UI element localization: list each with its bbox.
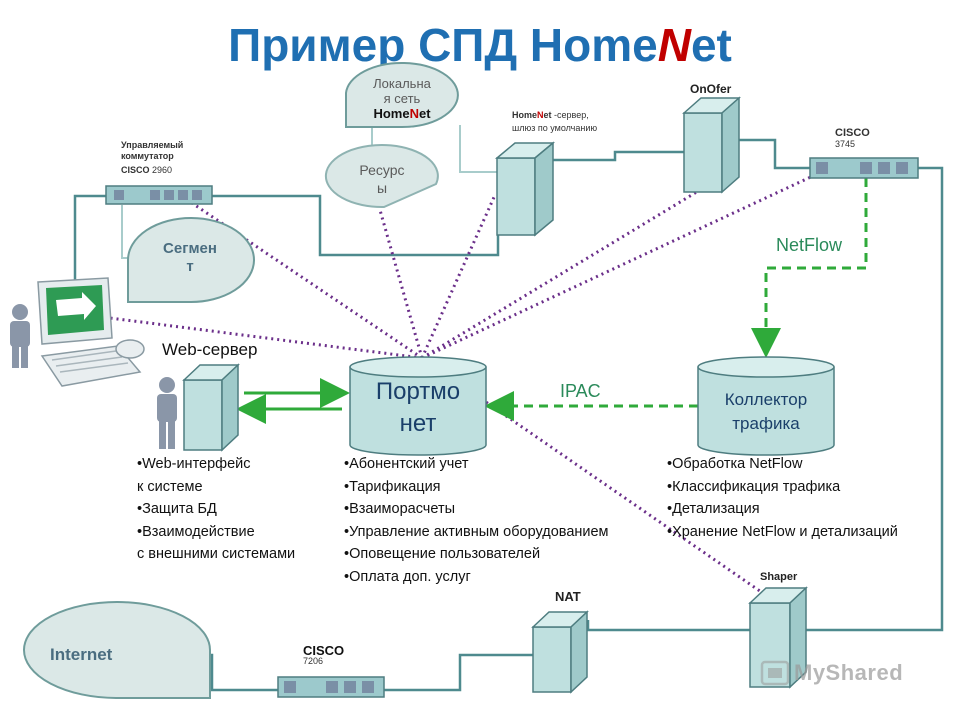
resources-line2: ы [376, 180, 388, 196]
collector-label: Коллектор трафика [724, 390, 808, 433]
lan-bubble-name: HomeNet [373, 106, 431, 121]
homenet-server-label: HomeNet -сервер, шлюз по умолчанию [512, 110, 598, 133]
dotted-to-resources [378, 209, 424, 359]
segment-line2: т [186, 258, 194, 275]
list-item: •Управление активным оборудованием [344, 523, 609, 540]
list-item: •Взаиморасчеты [344, 501, 456, 517]
resources-line1: Ресурс [359, 162, 405, 178]
watermark-text: MyShared [794, 660, 904, 685]
wire-lan-to-server [459, 125, 498, 173]
wire-onofer-to-cisco3745 [738, 138, 812, 170]
wire-switch-to-server [210, 194, 500, 257]
page-title: Пример СПД HomeNet [228, 19, 732, 71]
switch-2960-label: Управляемый коммутатор CISCO 2960 [121, 140, 184, 175]
user-person-icon [10, 304, 30, 368]
cisco-7206-device [277, 676, 385, 698]
list-item: •Абонентский учет [344, 456, 469, 472]
lan-bubble-shape [345, 62, 459, 128]
portmonet-features: •Абонентский учет •Тарификация •Взаимора… [344, 453, 609, 588]
lan-bubble-line2: я сеть [383, 91, 421, 106]
dotted-to-pc [109, 316, 423, 360]
web-server-label: Web-сервер [162, 340, 258, 359]
computer-icon [37, 277, 145, 387]
list-item: •Детализация [667, 501, 760, 517]
list-item: •Взаимодействие [137, 523, 255, 540]
nat-label: NAT [555, 589, 581, 604]
dotted-to-onofer [421, 188, 701, 360]
onofer-label: OnOfer [690, 82, 732, 96]
netflow-link [751, 178, 868, 358]
lan-bubble-line1: Локальна [373, 76, 431, 91]
web-server-features: •Web-интерфейс к системе •Защита БД •Вза… [137, 453, 295, 566]
portmonet-label: Портмо нет [375, 378, 461, 437]
list-item: с внешними системами [137, 546, 296, 562]
dotted-to-shaper [421, 356, 771, 600]
list-item: •Защита БД [137, 501, 217, 517]
internet-bubble-shape [23, 601, 211, 699]
dotted-to-switch [179, 193, 423, 360]
wire-server-to-onofer [545, 150, 688, 162]
web-server-device [182, 363, 240, 452]
ipac-label: IPAC [560, 381, 601, 401]
segment-bubble: Сегмен т [128, 240, 252, 276]
dotted-links [109, 173, 816, 600]
internet-label: Internet [50, 645, 113, 664]
list-item: •Обработка NetFlow [667, 456, 803, 472]
list-item: •Оповещение пользователей [344, 546, 541, 562]
lan-bubble: Локальна я сеть HomeNet [346, 76, 458, 121]
switch-2960-device [105, 185, 213, 205]
resources-bubble-shape [324, 144, 439, 209]
collector-cylinder [697, 356, 835, 456]
cisco-7206-label: CISCO 7206 [303, 643, 345, 666]
wire-nat-to-cisco7206 [380, 653, 540, 692]
segment-line1: Сегмен [163, 240, 217, 257]
nat-device [531, 610, 589, 694]
netflow-label: NetFlow [776, 235, 843, 255]
list-item: •Оплата доп. услуг [344, 568, 471, 585]
list-item: •Классификация трафика [667, 478, 841, 495]
cisco-3745-device [809, 157, 919, 179]
portmonet-cylinder [349, 356, 487, 456]
onofer-server-device [682, 96, 741, 194]
shaper-label: Shaper [760, 571, 798, 583]
wire-cisco3745-to-shaper [805, 166, 944, 632]
myshared-logo-icon [760, 660, 790, 686]
dotted-to-server [420, 194, 497, 359]
list-item: •Хранение NetFlow и детализаций [667, 523, 898, 540]
dotted-to-cisco3745 [421, 173, 816, 360]
resources-bubble: Ресурс ы [326, 161, 438, 197]
list-item: к системе [137, 478, 203, 495]
list-item: •Web-интерфейс [137, 456, 251, 472]
list-item: •Тарификация [344, 478, 441, 495]
collector-features: •Обработка NetFlow •Классификация трафик… [667, 453, 898, 543]
wire-switch-to-pc [45, 194, 108, 288]
wire-shaper-to-nat [586, 620, 750, 632]
cisco-3745-label: CISCO 3745 [835, 127, 870, 150]
shaper-device [748, 586, 808, 689]
homenet-server-device [494, 141, 556, 237]
segment-bubble-shape [127, 217, 255, 304]
admin-person-icon [157, 377, 177, 449]
